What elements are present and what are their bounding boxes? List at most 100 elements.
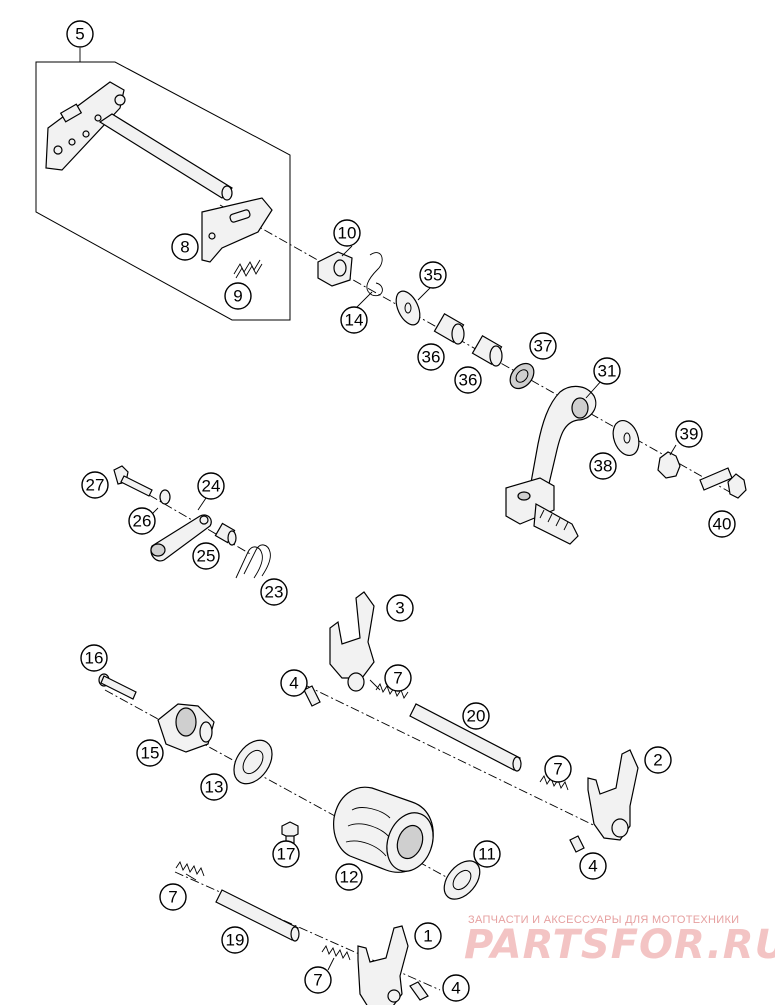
pin-4c — [409, 981, 429, 1001]
svg-text:20: 20 — [467, 707, 486, 726]
svg-text:9: 9 — [233, 287, 242, 306]
axis-fork-rail-upper — [304, 684, 621, 839]
svg-text:35: 35 — [424, 266, 443, 285]
shift-lever-31 — [505, 385, 597, 545]
svg-text:39: 39 — [680, 425, 699, 444]
svg-text:12: 12 — [340, 868, 359, 887]
needle-bearing-36b — [471, 335, 503, 367]
callout-19: 19 — [221, 926, 249, 954]
callout-7-d: 7 — [304, 966, 332, 994]
callout-4-b: 4 — [579, 852, 607, 880]
svg-text:14: 14 — [345, 311, 364, 330]
fork-rail-20 — [409, 703, 522, 772]
callout-24: 24 — [197, 472, 225, 500]
spring-7d — [321, 945, 351, 961]
svg-text:8: 8 — [180, 238, 189, 257]
callout-27: 27 — [81, 471, 109, 499]
callout-11: 11 — [473, 840, 501, 868]
callout-38: 38 — [589, 452, 617, 480]
bushing-25 — [214, 522, 237, 546]
svg-text:37: 37 — [534, 337, 553, 356]
callout-9: 9 — [224, 282, 252, 310]
callout-39: 39 — [675, 420, 703, 448]
svg-text:7: 7 — [393, 669, 402, 688]
spring-7a — [375, 683, 409, 699]
spring-7b — [539, 775, 569, 791]
callout-3: 3 — [386, 594, 414, 622]
bolt-16 — [98, 673, 137, 700]
callout-14: 14 — [340, 306, 368, 334]
callout-4-a: 4 — [280, 669, 308, 697]
svg-text:7: 7 — [168, 888, 177, 907]
callout-17: 17 — [272, 840, 300, 868]
callout-25: 25 — [192, 542, 220, 570]
callout-1: 1 — [414, 922, 442, 950]
nut-39 — [657, 451, 681, 479]
shift-fork-2 — [587, 749, 639, 841]
callout-37: 37 — [529, 332, 557, 360]
callout-16: 16 — [80, 644, 108, 672]
callout-10: 10 — [333, 219, 361, 247]
washer-38 — [612, 419, 640, 457]
callout-40: 40 — [708, 510, 736, 538]
spring-7c — [175, 861, 205, 877]
svg-text:38: 38 — [594, 457, 613, 476]
svg-text:36: 36 — [422, 348, 441, 367]
svg-text:4: 4 — [588, 857, 597, 876]
svg-text:7: 7 — [313, 971, 322, 990]
callout-13: 13 — [200, 773, 228, 801]
shift-shaft-assembly — [45, 81, 273, 263]
callout-35: 35 — [419, 261, 447, 289]
seal-37 — [509, 362, 535, 390]
watermark-caption: ЗАПЧАСТИ И АКСЕССУАРЫ ДЛЯ МОТОТЕХНИКИ — [468, 914, 740, 926]
bolt-40 — [699, 467, 747, 499]
fork-rail-19 — [215, 889, 300, 942]
pin-4b — [569, 835, 585, 853]
svg-text:19: 19 — [226, 931, 245, 950]
svg-text:1: 1 — [423, 927, 432, 946]
assembly-frame — [35, 61, 291, 321]
callout-20: 20 — [462, 702, 490, 730]
svg-text:3: 3 — [395, 599, 404, 618]
svg-text:2: 2 — [653, 751, 662, 770]
callout-36-a: 36 — [417, 343, 445, 371]
svg-text:26: 26 — [133, 512, 152, 531]
callout-31: 31 — [593, 357, 621, 385]
shift-fork-1 — [357, 925, 409, 1005]
callout-15: 15 — [136, 739, 164, 767]
pin-4a — [303, 685, 321, 707]
callout-23: 23 — [260, 578, 288, 606]
svg-text:16: 16 — [85, 649, 104, 668]
shift-cam-15 — [157, 703, 215, 753]
bolt-27 — [113, 465, 153, 497]
callout-7-b: 7 — [544, 755, 572, 783]
svg-text:10: 10 — [338, 224, 357, 243]
callout-2: 2 — [644, 746, 672, 774]
spring-14 — [366, 252, 383, 297]
bearing-13 — [233, 739, 273, 785]
spring-9 — [233, 259, 263, 279]
svg-text:23: 23 — [265, 583, 284, 602]
callout-4-c: 4 — [442, 974, 470, 1002]
washer-35 — [395, 290, 421, 326]
callout-36-b: 36 — [454, 366, 482, 394]
shift-drum-12 — [333, 786, 434, 873]
svg-text:4: 4 — [289, 674, 298, 693]
shift-fork-3 — [329, 591, 375, 692]
svg-text:40: 40 — [713, 515, 732, 534]
callout-7-a: 7 — [384, 664, 412, 692]
svg-text:25: 25 — [197, 547, 216, 566]
svg-text:15: 15 — [141, 744, 160, 763]
washer-24 — [159, 489, 171, 505]
svg-text:31: 31 — [598, 362, 617, 381]
svg-text:36: 36 — [459, 371, 478, 390]
callout-26: 26 — [128, 507, 156, 535]
svg-text:24: 24 — [202, 477, 221, 496]
callout-7-c: 7 — [159, 883, 187, 911]
watermark-logo: PARTSFOR.RU — [464, 922, 775, 968]
svg-text:5: 5 — [75, 25, 84, 44]
svg-text:17: 17 — [277, 845, 296, 864]
svg-text:27: 27 — [86, 476, 105, 495]
